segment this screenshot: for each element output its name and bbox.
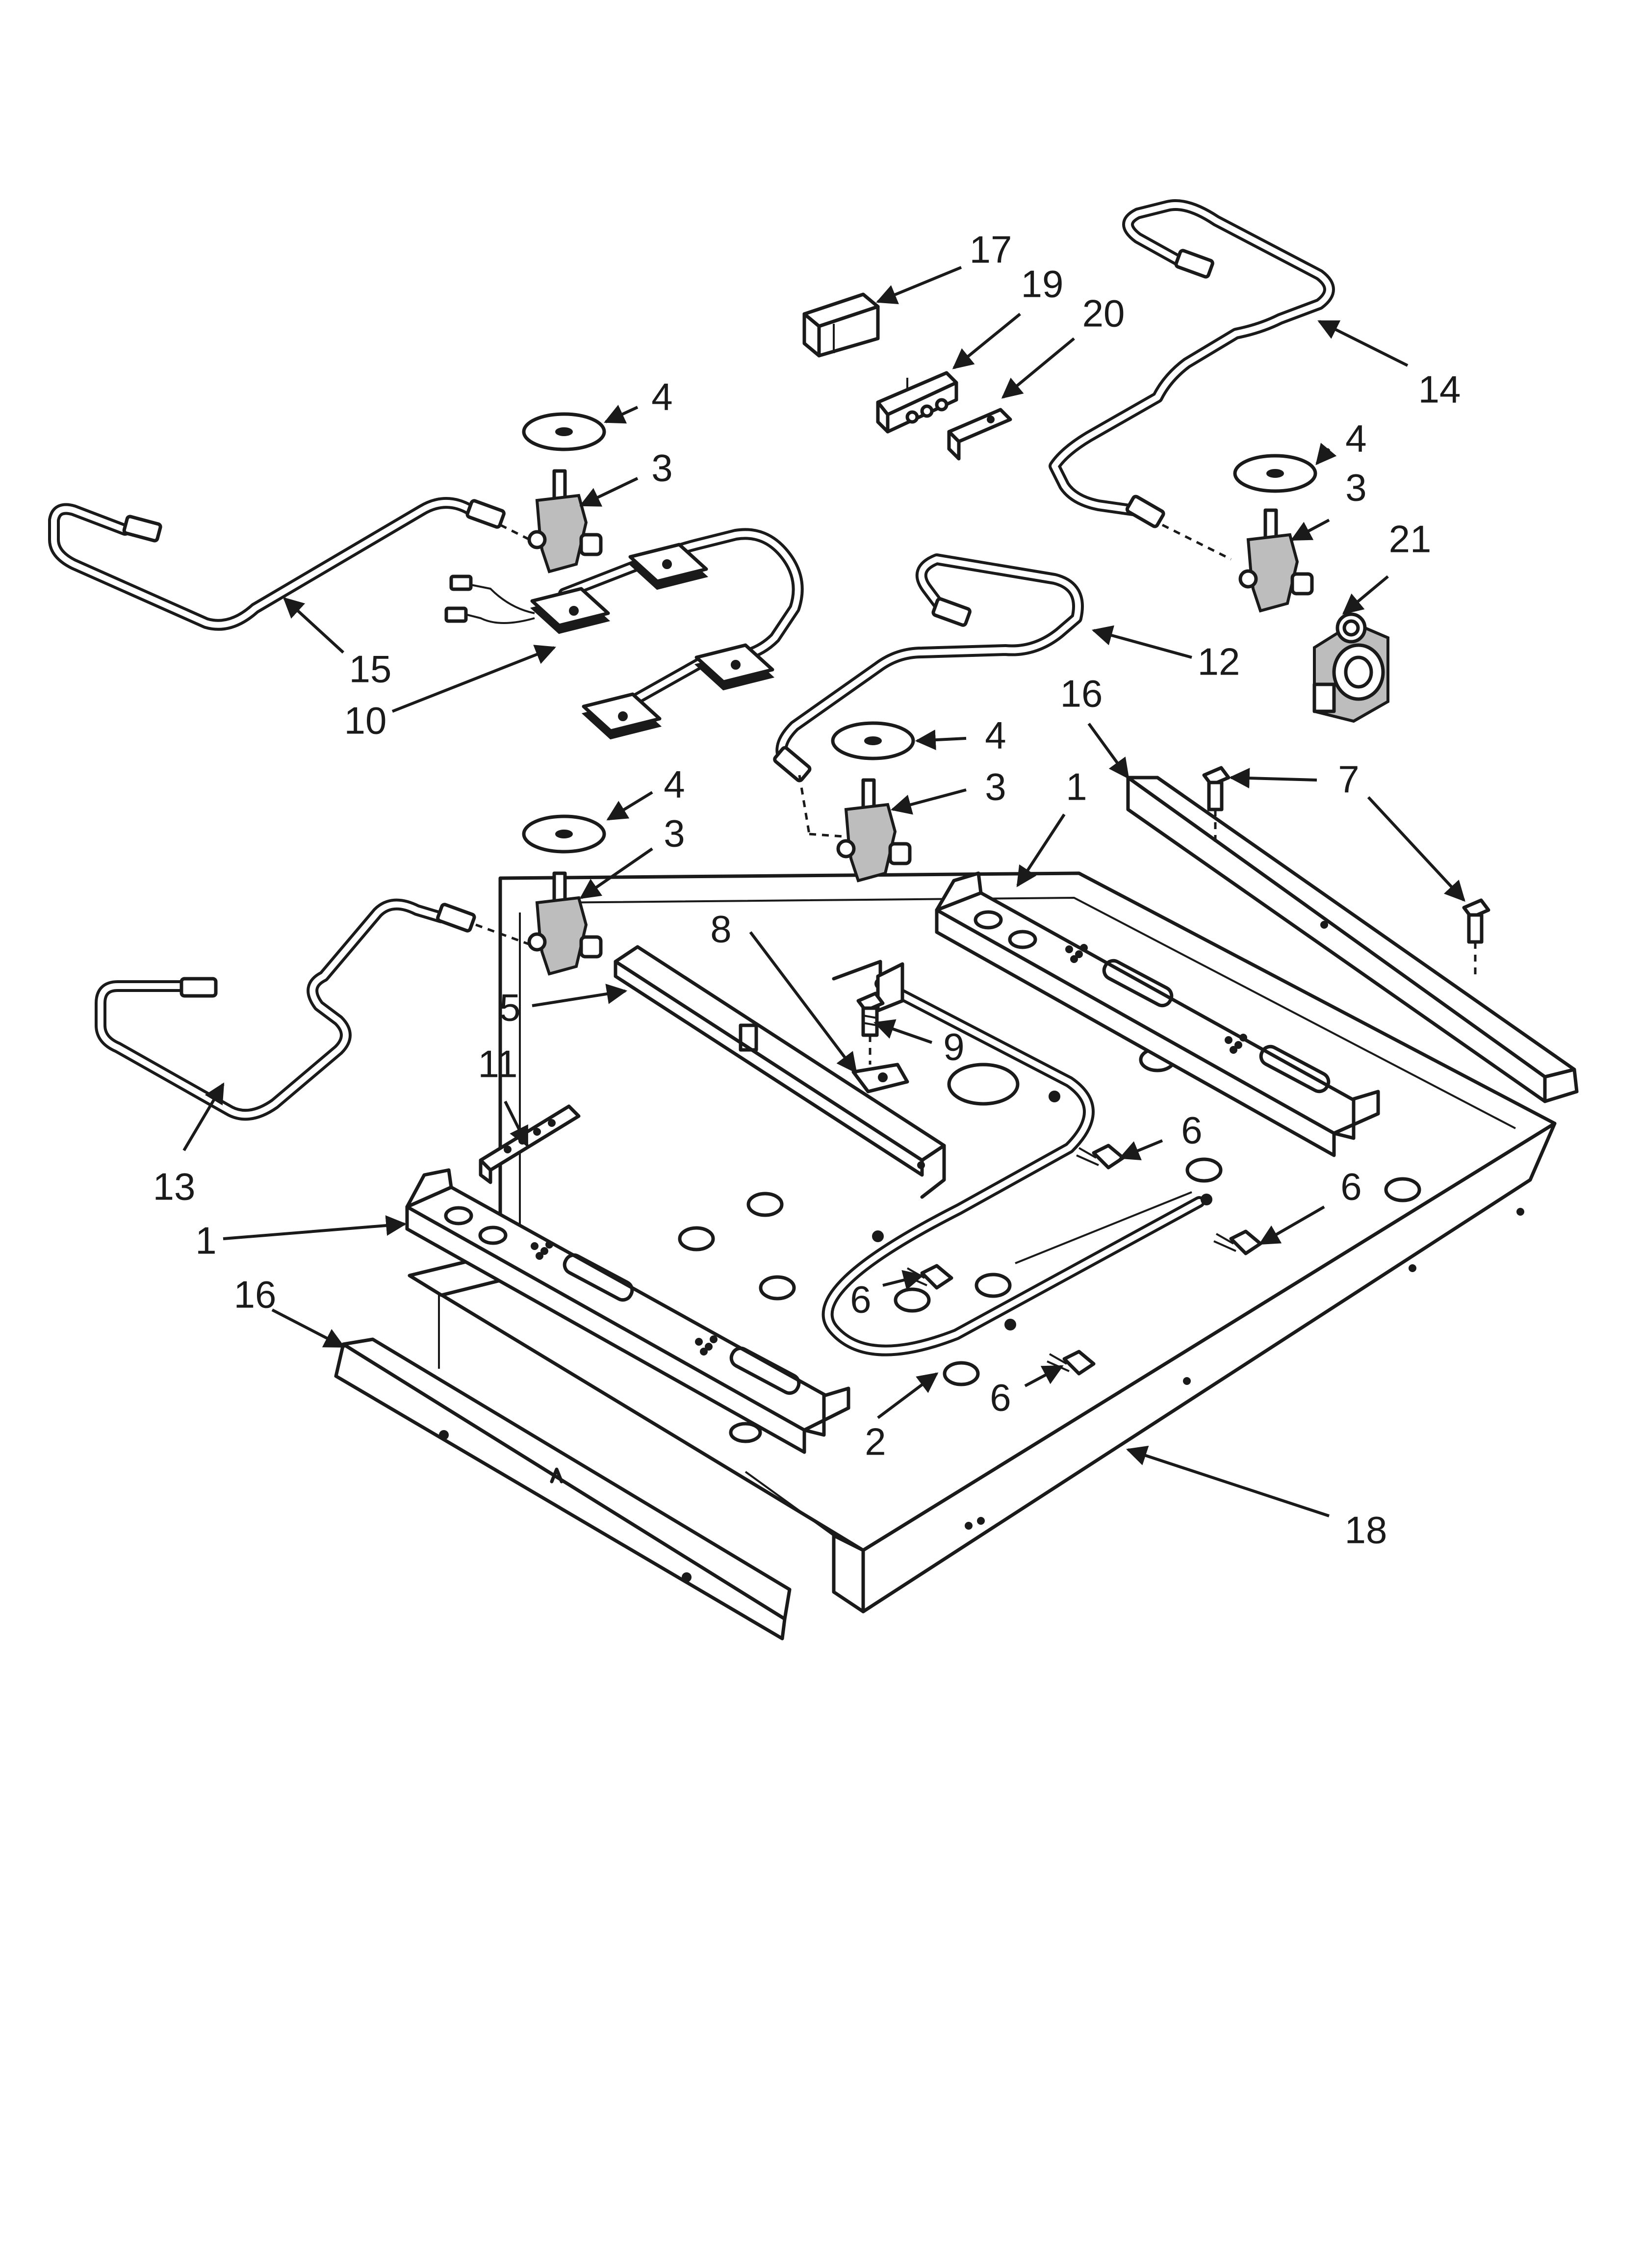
callout-6: 6: [1340, 1165, 1361, 1208]
screw-part-7-a: [1202, 766, 1231, 844]
gas-tube-part-15: [48, 497, 536, 631]
callout-4: 4: [651, 375, 672, 418]
screw-part-6-d: [1047, 1350, 1096, 1376]
valve-assembly-lower-left: [522, 814, 606, 976]
callout-1: 1: [195, 1219, 216, 1262]
clip-part-20: [947, 408, 1012, 461]
callout-8: 8: [710, 908, 731, 951]
callout-19: 19: [1021, 262, 1064, 306]
callout-3: 3: [664, 812, 685, 855]
callout-3: 3: [651, 446, 672, 490]
burner-cups: [678, 1047, 1421, 1443]
igniter-harness-part-10: [444, 528, 804, 740]
callout-14: 14: [1418, 368, 1461, 411]
callout-6: 6: [1181, 1109, 1202, 1152]
callout-20: 20: [1082, 292, 1125, 335]
callout-1: 1: [1066, 765, 1087, 808]
callout-3: 3: [1345, 466, 1366, 509]
callout-4: 4: [985, 714, 1006, 757]
gas-tube-part-14: [1049, 199, 1335, 561]
callout-3: 3: [985, 765, 1006, 808]
callout-21: 21: [1389, 518, 1432, 561]
callout-17: 17: [970, 228, 1012, 271]
valve-assembly-top-left: [522, 412, 606, 574]
clip-part-9: [851, 1063, 909, 1094]
callout-5: 5: [499, 986, 520, 1029]
callout-16: 16: [234, 1273, 277, 1316]
callout-6: 6: [990, 1376, 1011, 1419]
u-burner-tube-part-2: [821, 960, 1212, 1356]
front-heat-shield-part-16: [334, 1337, 792, 1641]
callout-labels: 17 19 20 14 4 3 15 10 4 3 21 12 16 4 3 1…: [153, 228, 1461, 1552]
pressure-regulator-part-21: [1312, 612, 1389, 723]
mounting-plate-part-11: [479, 1104, 581, 1184]
callout-15: 15: [349, 648, 392, 691]
spark-module-bracket-part-17: [802, 292, 880, 358]
callout-7: 7: [1338, 758, 1359, 801]
callout-4: 4: [1345, 417, 1366, 460]
valve-assembly-middle: [831, 721, 915, 883]
gas-tube-part-13: [95, 898, 530, 1121]
callout-2: 2: [865, 1420, 886, 1463]
leader-lines: [182, 266, 1465, 1517]
burner-bracket-right-part-1: [935, 871, 1380, 1157]
center-rail-part-5: [614, 945, 946, 1199]
rear-heat-shield-part-16: [1126, 776, 1579, 1103]
callout-9: 9: [943, 1025, 964, 1069]
gas-tube-part-12: [773, 553, 1084, 838]
callout-16: 16: [1060, 672, 1103, 715]
callout-12: 12: [1198, 640, 1240, 683]
callout-6: 6: [850, 1278, 871, 1321]
spark-module-part-19: [876, 371, 958, 434]
callout-13: 13: [153, 1165, 196, 1208]
callout-18: 18: [1345, 1509, 1387, 1552]
callout-4: 4: [664, 763, 685, 806]
burner-bracket-left-part-1: [405, 1168, 850, 1454]
callout-10: 10: [344, 699, 387, 742]
callout-11: 11: [478, 1043, 518, 1086]
screw-part-7-b: [1462, 898, 1490, 976]
